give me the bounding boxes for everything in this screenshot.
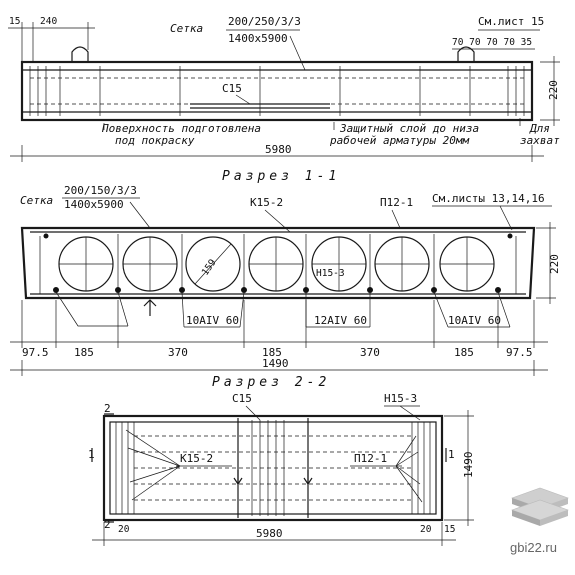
rebar-dots: [43, 233, 513, 293]
dim-240-top: 240: [40, 16, 57, 27]
section-1-1: Разрез 1-1 Сетка 200/150/3/3 1400х5900 К…: [10, 169, 561, 376]
spacing-dims: 70 70 70 70 35: [452, 37, 532, 48]
n15-label-s1: Н15-3: [316, 268, 345, 279]
rebar-left-label: 10АIV 60: [186, 314, 239, 327]
dim-370-b: 370: [360, 346, 380, 359]
dim-20: 20: [118, 524, 130, 535]
k15-label-s2: К15-2: [180, 452, 213, 465]
lifting-loop-right: [457, 46, 475, 62]
top-view: 15 240 Сетка 200/250/3/3 1400х5900 См.ли…: [8, 15, 560, 162]
dim-15-right: 15: [444, 524, 455, 535]
length-5980-top: 5980: [265, 143, 292, 156]
section-2-2: Разрез 2-2 С15 Н15-3 2 1 1 2: [88, 375, 475, 546]
dim-185-b: 185: [262, 346, 282, 359]
dim-97-5-right: 97.5: [506, 346, 533, 359]
k15-label-s1: К15-2: [250, 196, 283, 209]
length-5980-s2: 5980: [256, 527, 283, 540]
dim-97-5-left: 97.5: [22, 346, 49, 359]
height-220-top: 220: [547, 80, 560, 100]
arrow-left-plan: [233, 470, 243, 486]
n15-label-s2: Н15-3: [384, 392, 417, 405]
section-1-outline: [20, 226, 536, 300]
section-1-title: Разрез 1-1: [222, 169, 340, 184]
cover-note-1: Защитный слой до низа: [339, 122, 479, 135]
lifting-loop-left: [71, 46, 89, 62]
grip-note-2: захват: [520, 134, 560, 147]
mesh-spec-s1: 200/150/3/3: [64, 184, 137, 197]
mesh-label-s1: Сетка: [20, 194, 53, 207]
width-1490-s2: 1490: [462, 452, 475, 479]
p12-label-s2: П12-1: [354, 452, 387, 465]
height-220-s1: 220: [548, 254, 561, 274]
up-arrow: [143, 299, 157, 316]
diameter-159: 159: [200, 257, 219, 278]
arrow-right-plan: [303, 470, 313, 486]
mesh-spec-top: 200/250/3/3: [228, 15, 301, 28]
see-sheet-top: См.лист 15: [478, 15, 544, 28]
dim-15-top: 15: [9, 16, 20, 27]
mark-1-right: 1: [448, 448, 455, 461]
mesh-size-s1: 1400х5900: [64, 198, 124, 211]
c15-label-top: С15: [222, 82, 242, 95]
rebar-mid-label: 12АIV 60: [314, 314, 367, 327]
mesh-label-top: Сетка: [170, 22, 203, 35]
watermark-logo: [511, 487, 569, 526]
mesh-size-top: 1400х5900: [228, 32, 288, 45]
surface-note-1: Поверхность подготовлена: [101, 122, 261, 135]
dim-20-right: 20: [420, 524, 432, 535]
c15-label-s2: С15: [232, 392, 252, 405]
p12-label-s1: П12-1: [380, 196, 413, 209]
dim-185-c: 185: [454, 346, 474, 359]
watermark-text: gbi22.ru: [510, 540, 557, 555]
rebar-right-label: 10АIV 60: [448, 314, 501, 327]
mark-2-bottom: 2: [104, 518, 111, 531]
void-circles: [58, 236, 495, 292]
mark-1-left: 1: [88, 448, 95, 461]
dim-185-a: 185: [74, 346, 94, 359]
section-2-title: Разрез 2-2: [212, 375, 330, 390]
cover-note-2: рабочей арматуры 20мм: [329, 134, 469, 147]
mark-2-top: 2: [104, 402, 111, 415]
surface-note-2: под покраску: [115, 134, 195, 147]
grip-note-1: Для: [529, 122, 550, 135]
section-2-outline: [102, 414, 444, 522]
width-1490-s1: 1490: [262, 357, 289, 370]
dim-370-a: 370: [168, 346, 188, 359]
see-sheets-s1: См.листы 13,14,16: [432, 192, 545, 205]
